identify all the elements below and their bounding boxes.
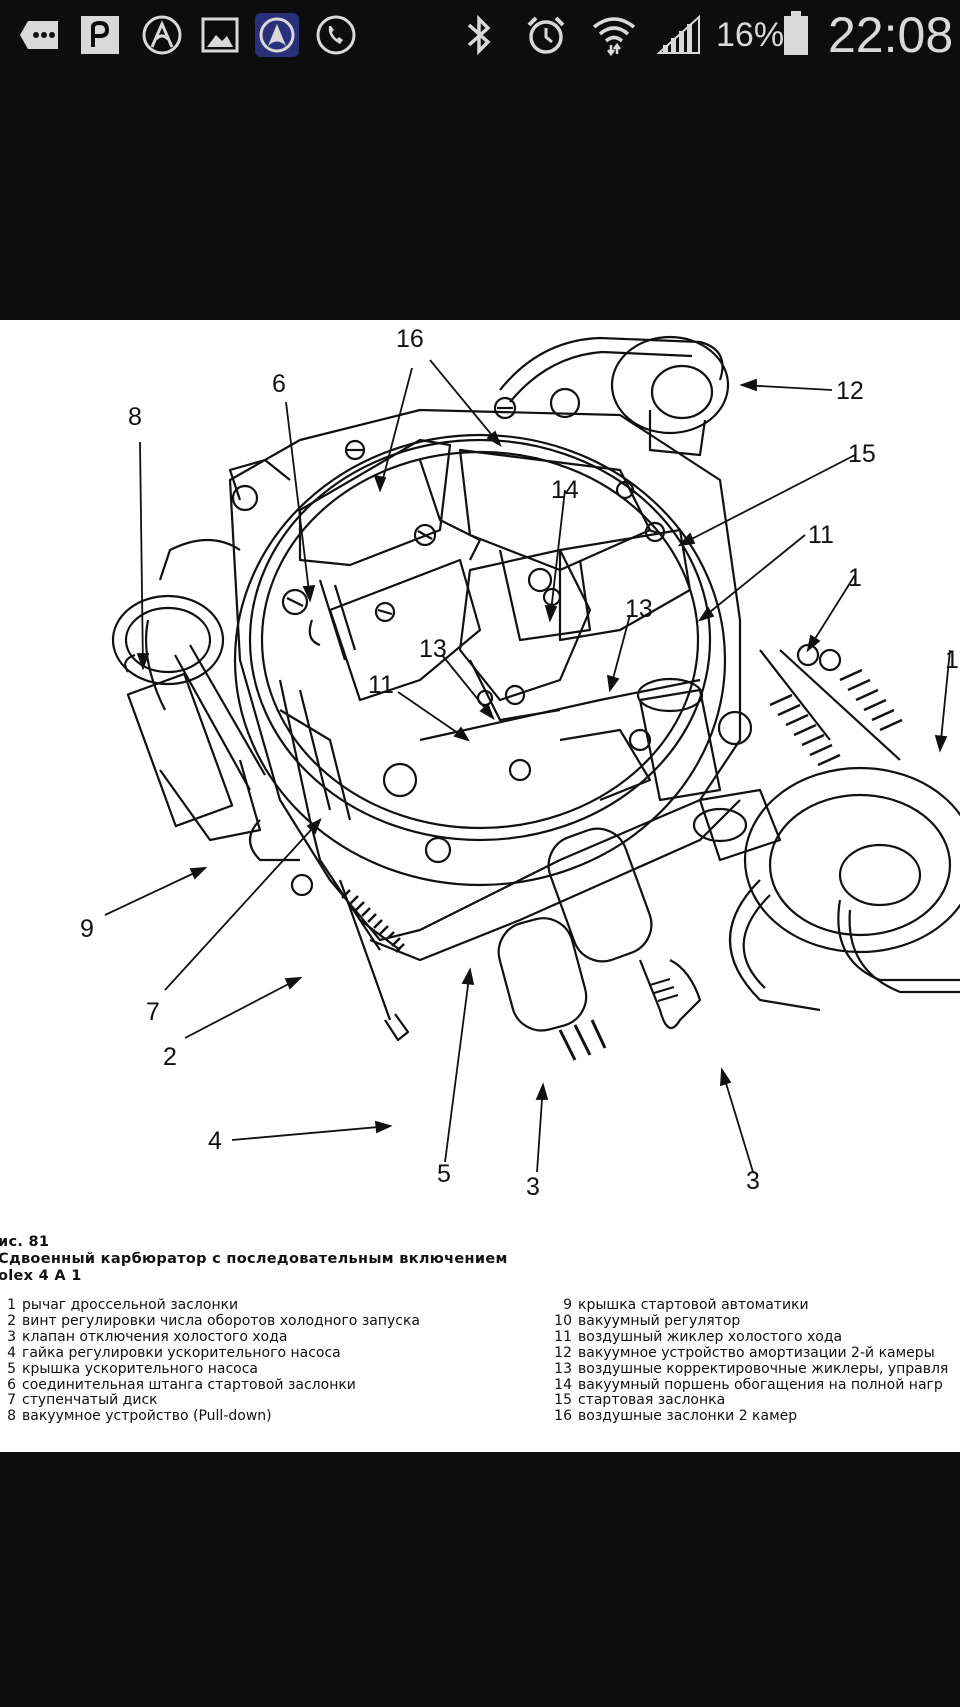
legend-text: вакуумное устройство (Pull-down) — [22, 1408, 272, 1425]
legend-number: 10 — [554, 1312, 572, 1329]
callout-label: 16 — [945, 646, 960, 674]
battery-percent: 16% — [716, 16, 785, 54]
legend-number: 1 — [7, 1297, 16, 1313]
callout-label: 11 — [808, 521, 834, 549]
legend-text: вакуумное устройство амортизации 2-й кам… — [578, 1344, 935, 1361]
legend-number: 13 — [554, 1360, 572, 1377]
legend-number: 15 — [554, 1392, 572, 1409]
callout-label: 13 — [419, 635, 447, 663]
legend-text: воздушные заслонки 2 камер — [578, 1408, 798, 1425]
legend-item: 13 воздушные корректировочные жиклеры, уп… — [554, 1360, 949, 1378]
callout-label: 9 — [80, 915, 94, 943]
caption-line-2: olex 4 A 1 — [0, 1268, 82, 1284]
callout-label: 4 — [208, 1127, 222, 1155]
callout-label: 3 — [526, 1173, 540, 1201]
signal-icon — [656, 12, 702, 58]
legend-item: 3 клапан отключения холостого хода — [0, 1328, 420, 1346]
status-bar: 16% 22:08 — [0, 0, 960, 72]
legend-item: 16 воздушные заслонки 2 камер — [554, 1408, 948, 1425]
legend-text: рычаг дроссельной заслонки — [22, 1297, 239, 1313]
callout-label: 13 — [625, 595, 653, 623]
legend-item: 1 рычаг дроссельной заслонки — [0, 1297, 420, 1314]
callout-label: 14 — [551, 476, 579, 504]
legend-text: воздушный жиклер холостого хода — [578, 1328, 843, 1345]
callout-label: 2 — [163, 1043, 177, 1071]
nav-app-icon — [254, 12, 300, 58]
legend-number: 6 — [7, 1376, 16, 1393]
legend-item: 6 соединительная штанга стартовой заслонк… — [0, 1376, 420, 1394]
legend-item: 2 винт регулировки числа оборотов холодно… — [0, 1312, 421, 1330]
legend-number: 14 — [554, 1376, 572, 1393]
legend-text: стартовая заслонка — [578, 1392, 726, 1409]
legend-item: 7 ступенчатый диск — [0, 1392, 420, 1409]
legend-number: 11 — [554, 1328, 572, 1345]
legend-item: 15 стартовая заслонка — [554, 1392, 948, 1409]
callout-label: 11 — [368, 671, 394, 699]
legend-number: 5 — [7, 1360, 16, 1377]
caption-line-1: Сдвоенный карбюратор с последовательным … — [0, 1251, 508, 1267]
legend-number: 2 — [7, 1312, 16, 1329]
legend-left: 1 рычаг дроссельной заслонки 2 винт регулир… — [0, 1297, 421, 1425]
legend-item: 5 крышка ускорительного насоса — [0, 1360, 420, 1378]
legend-text: винт регулировки числа оборотов холодног… — [22, 1312, 421, 1329]
legend-item: 8 вакуумное устройство (Pull-down) — [0, 1408, 420, 1425]
legend-item: 12 вакуумное устройство амортизации 2-й к… — [554, 1344, 948, 1362]
callout-label: 15 — [848, 440, 876, 468]
legend-text: воздушные корректировочные жиклеры, упра… — [578, 1360, 949, 1377]
clock: 22:08 — [828, 7, 954, 63]
legend-text: ступенчатый диск — [22, 1392, 158, 1409]
legend-text: крышка стартовой автоматики — [578, 1297, 809, 1313]
legend-number: 12 — [554, 1344, 572, 1361]
callout-label: 7 — [146, 998, 160, 1026]
legend-text: соединительная штанга стартовой заслонки — [22, 1376, 356, 1393]
r-app-icon — [78, 12, 122, 58]
alarm-icon — [524, 12, 568, 58]
callout-label: 5 — [437, 1160, 451, 1188]
legend-item: 14 вакуумный поршень обогащения на полной… — [554, 1376, 948, 1394]
image-viewer[interactable]: 1668121514111313111169724533 ис. 81 Сдво… — [0, 320, 960, 1452]
legend-item: 9 крышка стартовой автоматики — [554, 1297, 948, 1314]
legend-text: крышка ускорительного насоса — [22, 1360, 259, 1377]
callout-label: 12 — [836, 377, 864, 405]
battery-icon — [782, 10, 810, 56]
legend-item: 11 воздушный жиклер холостого хода — [554, 1328, 948, 1346]
callout-label: 8 — [128, 403, 142, 431]
bluetooth-icon — [462, 12, 496, 58]
legend-text: клапан отключения холостого хода — [22, 1328, 288, 1345]
phone-icon — [314, 12, 358, 58]
legend-number: 9 — [563, 1297, 572, 1313]
legend-text: гайка регулировки ускорительного насоса — [22, 1344, 341, 1361]
callout-label: 1 — [848, 564, 862, 592]
nav-a-icon — [140, 12, 184, 58]
wifi-icon — [590, 12, 638, 58]
caption-title: ис. 81 — [0, 1234, 50, 1250]
legend-number: 7 — [7, 1392, 16, 1409]
chat-more-icon — [18, 12, 62, 58]
legend-text: вакуумный регулятор — [578, 1312, 741, 1329]
carburetor-diagram: 1668121514111313111169724533 — [80, 325, 960, 1201]
legend-number: 16 — [554, 1408, 572, 1425]
legend-item: 4 гайка регулировки ускорительного насоса — [0, 1344, 420, 1362]
legend-text: вакуумный поршень обогащения на полной н… — [578, 1376, 943, 1393]
legend-right: 9 крышка стартовой автоматики 10 вакуумный … — [554, 1297, 949, 1425]
legend-item: 10 вакуумный регулятор — [554, 1312, 948, 1330]
callout-label: 16 — [396, 325, 424, 353]
callout-label: 6 — [272, 370, 286, 398]
callout-label: 3 — [746, 1167, 760, 1195]
legend-number: 8 — [7, 1408, 16, 1425]
gallery-icon — [198, 12, 242, 58]
legend-number: 3 — [7, 1328, 16, 1345]
legend-number: 4 — [7, 1344, 16, 1361]
